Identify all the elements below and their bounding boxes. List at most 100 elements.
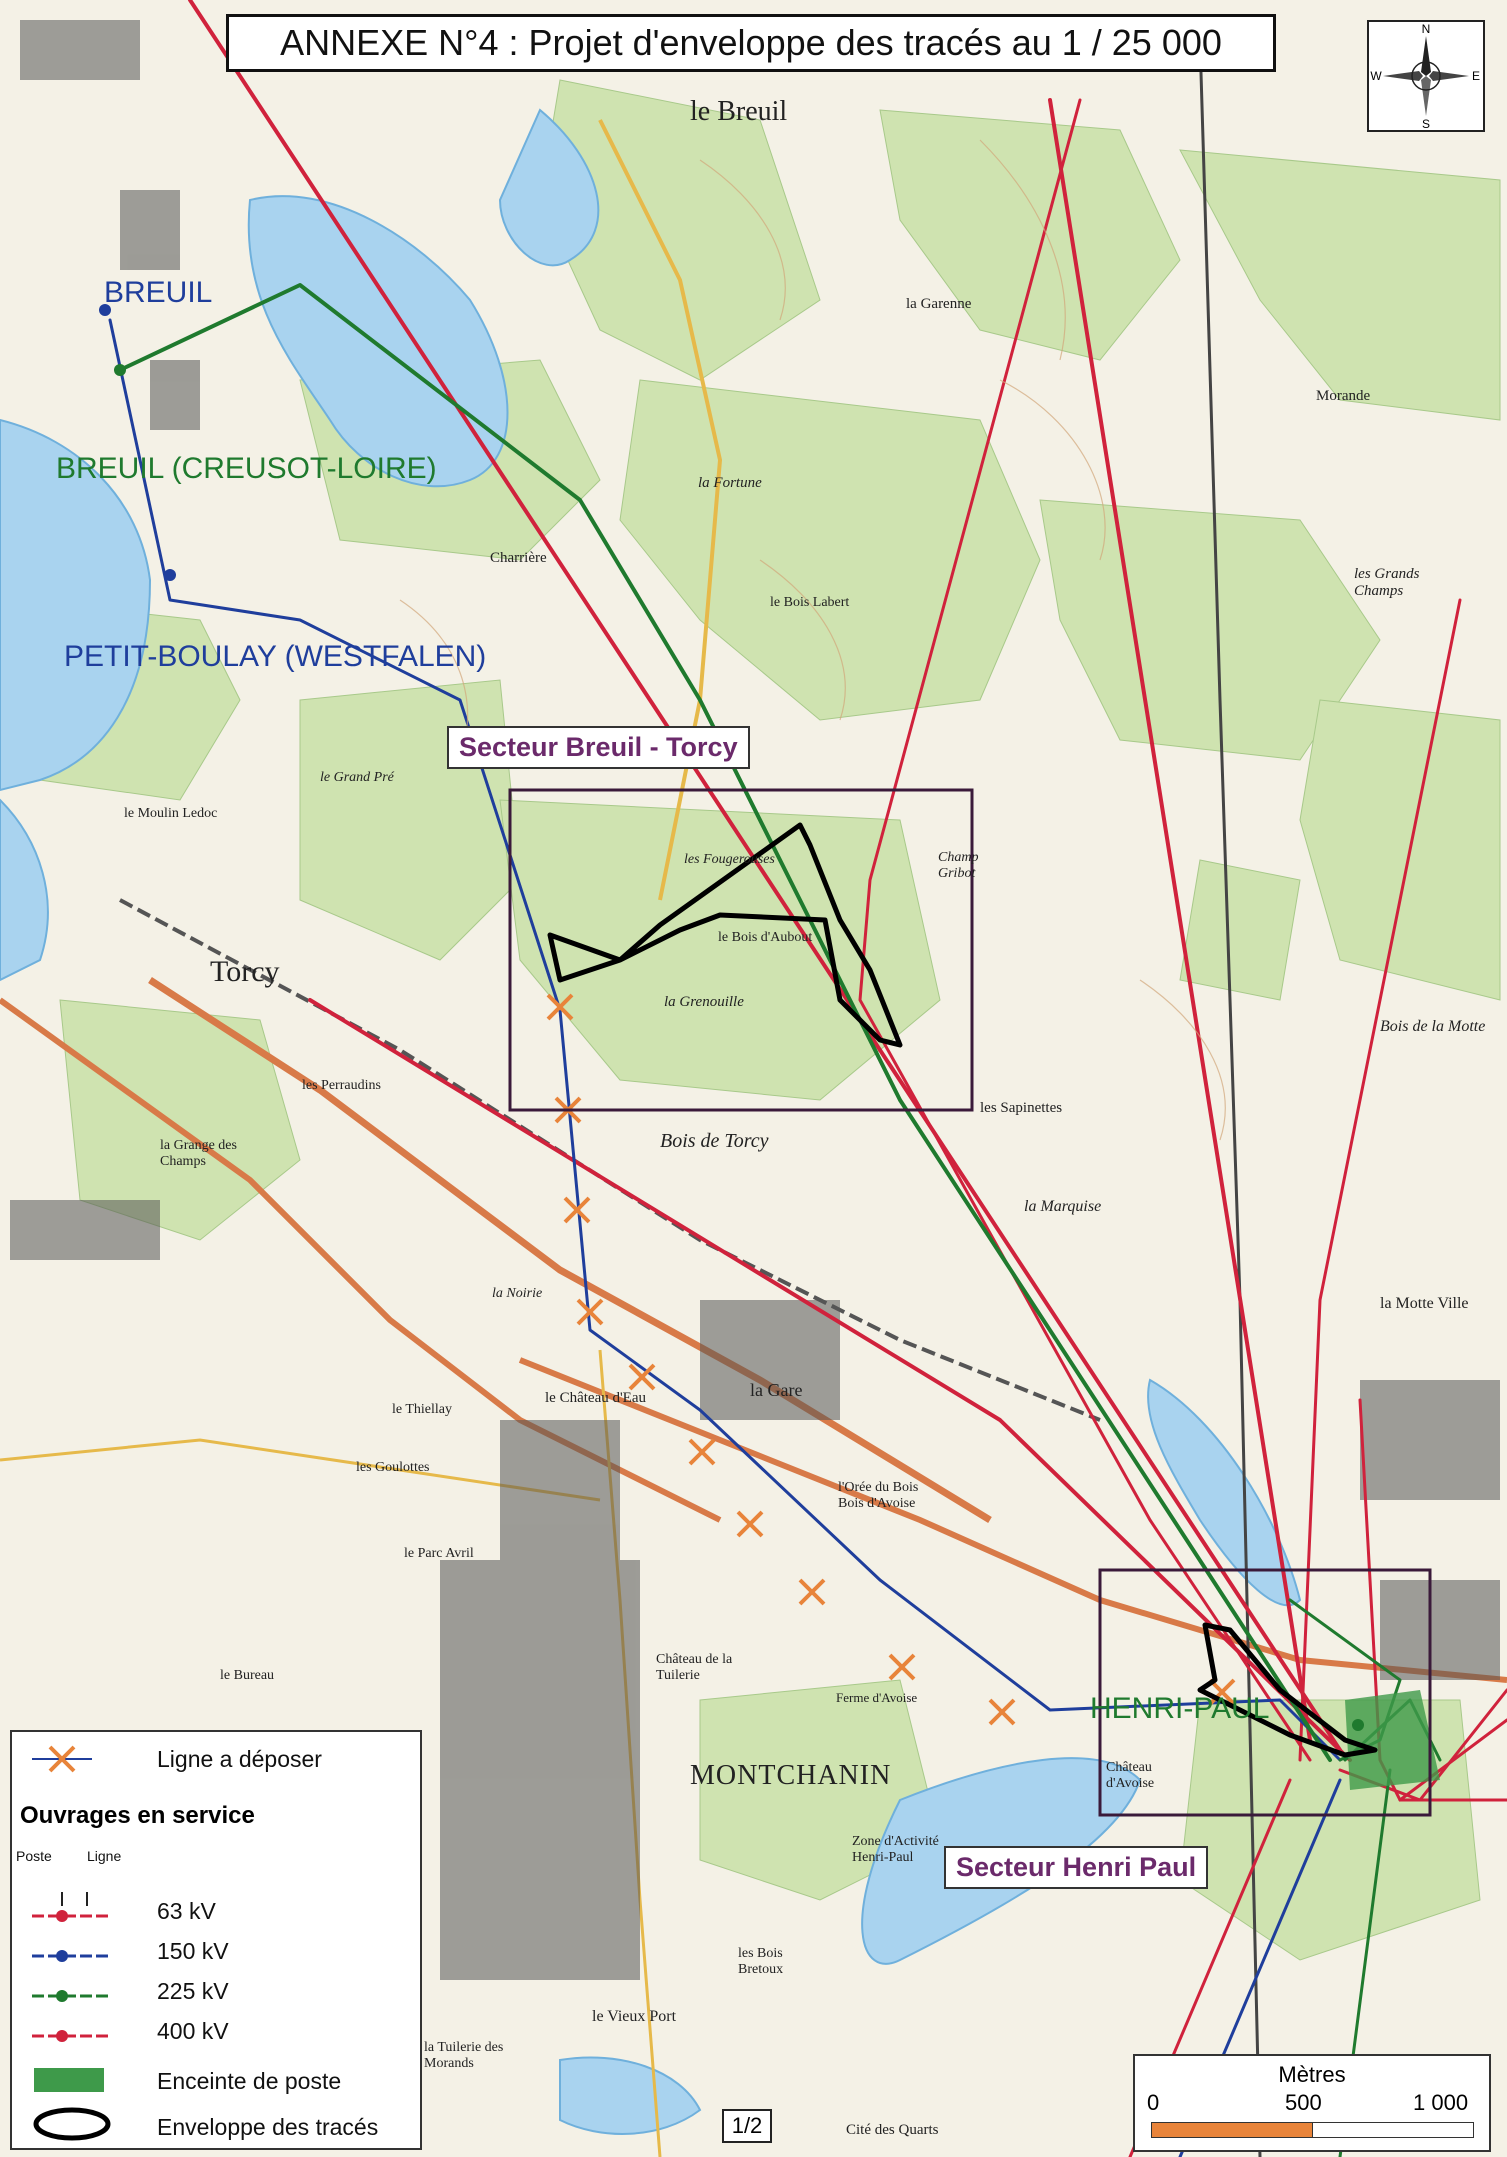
legend-item-enveloppe: Enveloppe des tracés: [12, 2104, 420, 2141]
deposer-marker: [888, 1653, 916, 1681]
route-n80: [148, 977, 992, 1523]
deposer-marker: [1208, 1678, 1236, 1706]
compass-north: N: [1422, 22, 1431, 36]
place-la-tuilerie: la Tuilerie des Morands: [424, 2040, 504, 2071]
deposer-marker: [988, 1698, 1016, 1726]
site-label-breuil-creusot-loire: BREUIL (CREUSOT-LOIRE): [56, 452, 437, 485]
place-la-noirie: la Noirie: [492, 1286, 543, 1301]
deposer-marker: [563, 1196, 591, 1224]
legend-63kv-symbol: [32, 1892, 112, 1922]
legend-item-225kv: 225 kV: [12, 1972, 420, 2008]
place-le-parc-avril: le Parc Avril: [404, 1546, 474, 1561]
place-le-bois-labert: le Bois Labert: [770, 595, 850, 610]
place-la-motte-ville: la Motte Ville: [1380, 1295, 1469, 1312]
poste-henri-paul-dot: [1352, 1719, 1364, 1731]
place-le-moulin-ledoc: le Moulin Ledoc: [124, 806, 218, 821]
place-cite-quarts: Cité des Quarts: [846, 2122, 939, 2138]
site-label-henri-paul: HENRI-PAUL: [1090, 1692, 1270, 1725]
etang-de-torcy: [247, 195, 509, 488]
scale-title: Mètres: [1278, 2062, 1346, 2087]
place-bois-de-torcy: Bois de Torcy: [660, 1130, 769, 1152]
place-la-grange-champs: la Grange des Champs: [160, 1138, 237, 1169]
legend-item-150kv: 150 kV: [12, 1932, 420, 1968]
legend-enveloppe-label: Enveloppe des tracés: [157, 2114, 379, 2140]
legend-enceinte-swatch: [34, 2068, 104, 2092]
place-chateau-davoise: Château d'Avoise: [1106, 1760, 1155, 1791]
place-les-grands-champs: les Grands Champs: [1354, 566, 1420, 599]
poste-petit-boulay-dot: [164, 569, 176, 581]
deposer-marker: [736, 1510, 764, 1538]
deposer-marker: [688, 1438, 716, 1466]
ligne-tgv: [1198, 39, 1262, 2157]
place-bois-davoise: l'Orée du Bois Bois d'Avoise: [838, 1480, 919, 1511]
place-le-bureau: le Bureau: [220, 1668, 275, 1683]
legend-ligne-deposer-label: Ligne a déposer: [157, 1746, 322, 1772]
place-le-thiellay: le Thiellay: [392, 1402, 452, 1417]
place-torcy: Torcy: [210, 955, 280, 988]
place-la-fortune: la Fortune: [698, 475, 762, 491]
poste-breuil-cl-dot: [114, 364, 126, 376]
map-title: ANNEXE N°4 : Projet d'enveloppe des trac…: [226, 14, 1276, 72]
scale-tick-1000: 1 000: [1413, 2090, 1469, 2115]
water-bodies: [0, 108, 1302, 2135]
scale-tick-500: 500: [1285, 2090, 1322, 2115]
place-charriere: Charrière: [490, 550, 547, 566]
pond-north: [498, 108, 600, 267]
site-label-petit-boulay: PETIT-BOULAY (WESTFALEN): [64, 640, 487, 673]
place-ferme-davoise: Ferme d'Avoise: [836, 1690, 918, 1705]
etang-west: [0, 418, 152, 792]
deposer-marker: [798, 1578, 826, 1606]
line-400kv-a: [188, 0, 1342, 1752]
legend-poste-label: Poste: [16, 1848, 52, 1864]
place-les-fougerouses: les Fougerouses: [684, 852, 775, 867]
scale-bar: Mètres 0 500 1 000: [1133, 2054, 1491, 2152]
deposer-marker: [546, 993, 574, 1021]
place-la-grenouille: la Grenouille: [664, 994, 744, 1010]
legend-enveloppe-symbol: [33, 2107, 111, 2141]
place-morande: Morande: [1316, 388, 1371, 404]
place-le-breuil: le Breuil: [690, 96, 788, 127]
legend-item-63kv: 63 kV: [12, 1892, 420, 1928]
legend-225kv-label: 225 kV: [157, 1978, 229, 2004]
place-grand-pre: le Grand Pré: [320, 770, 394, 785]
line-225kv: [118, 283, 1332, 1762]
place-chateau-eau: le Château d'Eau: [545, 1390, 646, 1406]
poste-breuil-dot: [99, 304, 111, 316]
compass-west: W: [1370, 69, 1382, 83]
legend-150kv-symbol: [32, 1950, 112, 1962]
sector-box-breuil-torcy: [508, 788, 974, 1112]
sector-label-henri-paul: Secteur Henri Paul: [944, 1846, 1209, 1889]
legend-400kv-label: 400 kV: [157, 2018, 229, 2044]
postes: [99, 304, 1364, 1731]
legend-225kv-symbol: [32, 1990, 112, 2002]
map-legend: Ligne a déposer Ouvrages en service Post…: [10, 1730, 422, 2150]
route-d1: [518, 1357, 1507, 1683]
legend-deposer-icon: [32, 1745, 92, 1773]
place-champ-gribot: Champ Gribot: [938, 850, 979, 881]
legend-ligne-label: Ligne: [87, 1848, 122, 1864]
railway: [119, 898, 1101, 1422]
place-la-marquise: la Marquise: [1024, 1198, 1102, 1215]
compass-rose: N S E W: [1367, 20, 1485, 132]
place-les-goulottes: les Goulottes: [356, 1460, 430, 1475]
legend-ouvrages-header: Ouvrages en service: [20, 1802, 255, 1829]
enceinte-de-poste: [1345, 1690, 1440, 1790]
legend-150kv-label: 150 kV: [157, 1938, 229, 1964]
place-le-bois-daubout: le Bois d'Aubout: [718, 930, 813, 945]
sector-box-henri-paul: [1098, 1568, 1432, 1817]
enveloppe-traces-breuil: [547, 822, 903, 1048]
scale-segment-1: [1151, 2122, 1313, 2138]
place-la-garenne: la Garenne: [906, 296, 972, 312]
etang-longpendu: [1147, 1378, 1302, 1607]
place-les-perraudins: les Perraudins: [302, 1078, 381, 1093]
place-montchanin: MONTCHANIN: [690, 1760, 892, 1791]
site-label-breuil: BREUIL: [104, 276, 213, 309]
place-le-vieux-port: le Vieux Port: [592, 2008, 677, 2025]
deposer-marker: [628, 1363, 656, 1391]
place-zone-activite: Zone d'Activité Henri-Paul: [852, 1834, 939, 1865]
lignes-a-deposer-markers: [546, 993, 1236, 1726]
line-63kv-c: [308, 998, 1352, 1762]
line-63kv-a: [858, 98, 1312, 1762]
legend-enceinte-label: Enceinte de poste: [157, 2068, 342, 2094]
